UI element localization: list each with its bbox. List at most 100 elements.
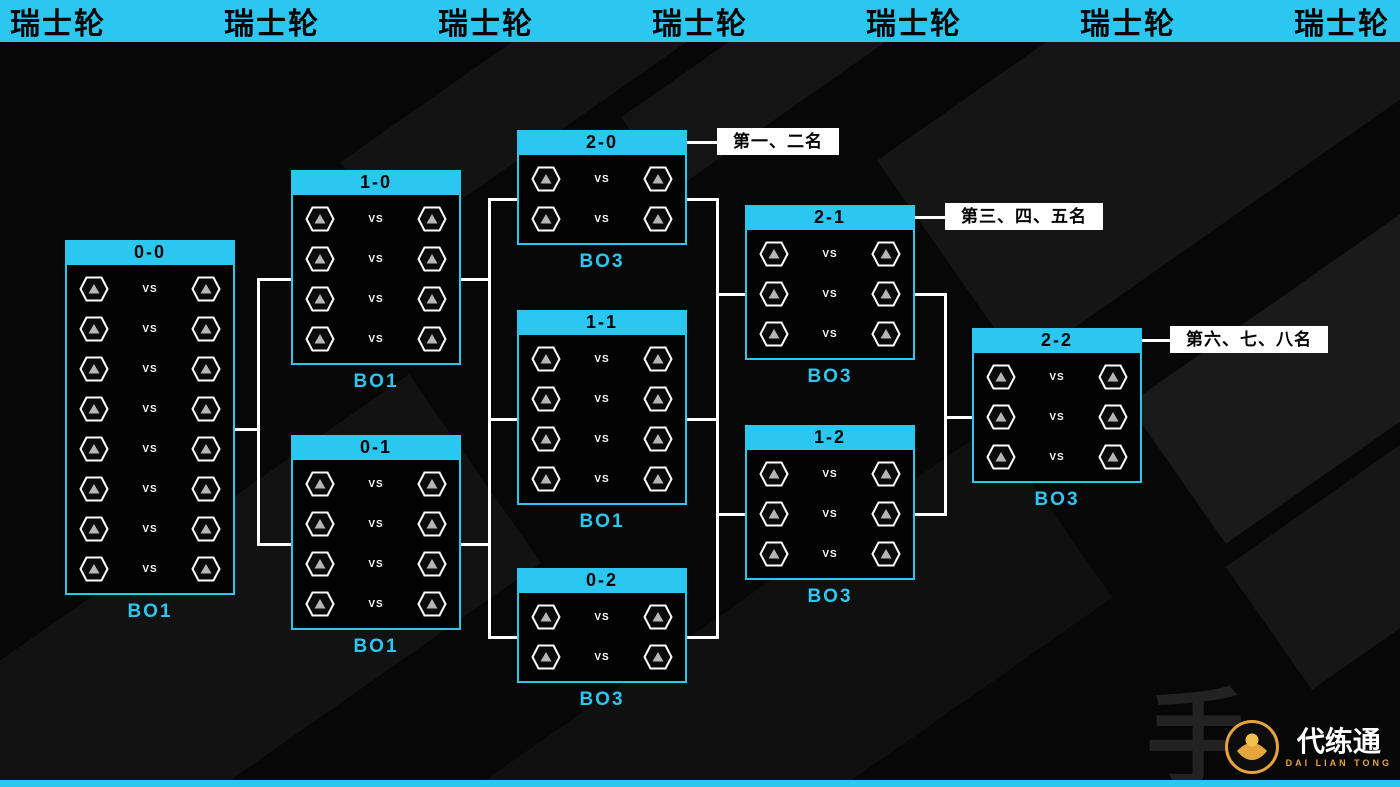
- vs-label: VS: [368, 293, 384, 305]
- team-logo-icon: [191, 516, 221, 542]
- match-row: VS: [79, 389, 221, 429]
- vs-label: VS: [822, 248, 838, 260]
- connector-line: [489, 418, 517, 421]
- match-row: VS: [531, 419, 673, 459]
- team-logo-icon: [643, 466, 673, 492]
- vs-label: VS: [822, 548, 838, 560]
- team-logo-icon: [305, 246, 335, 272]
- match-row: VS: [759, 494, 901, 534]
- bracket-format: BO3: [579, 251, 625, 272]
- team-logo-icon: [643, 346, 673, 372]
- match-row: VS: [305, 504, 447, 544]
- connector-line: [687, 198, 717, 201]
- team-logo-icon: [417, 326, 447, 352]
- team-logo-icon: [643, 206, 673, 232]
- vs-label: VS: [594, 651, 610, 663]
- team-logo-icon: [986, 444, 1016, 470]
- vs-label: VS: [594, 473, 610, 485]
- team-logo-icon: [871, 241, 901, 267]
- team-logo-icon: [305, 326, 335, 352]
- team-logo-icon: [305, 551, 335, 577]
- vs-label: VS: [594, 173, 610, 185]
- team-logo-icon: [643, 426, 673, 452]
- banner-label: 瑞士轮: [1294, 8, 1390, 41]
- team-logo-icon: [191, 436, 221, 462]
- match-row: VS: [79, 429, 221, 469]
- connector-line: [235, 428, 258, 431]
- vs-label: VS: [1049, 371, 1065, 383]
- match-row: VS: [305, 544, 447, 584]
- team-logo-icon: [305, 206, 335, 232]
- team-logo-icon: [417, 246, 447, 272]
- bracket-score: 0-0: [65, 240, 235, 265]
- match-row: VS: [759, 534, 901, 574]
- match-row: VS: [986, 437, 1128, 477]
- team-logo-icon: [305, 286, 335, 312]
- match-row: VS: [305, 199, 447, 239]
- vs-label: VS: [368, 518, 384, 530]
- bracket-format: BO1: [353, 636, 399, 657]
- vs-label: VS: [368, 333, 384, 345]
- team-logo-icon: [531, 386, 561, 412]
- vs-label: VS: [594, 393, 610, 405]
- team-logo-icon: [531, 604, 561, 630]
- match-row: VS: [305, 319, 447, 359]
- match-row: VS: [759, 274, 901, 314]
- vs-label: VS: [1049, 451, 1065, 463]
- team-logo-icon: [79, 396, 109, 422]
- watermark: 代练通 DAI LIAN TONG: [1224, 719, 1392, 775]
- vs-label: VS: [594, 433, 610, 445]
- watermark-name: 代练通: [1296, 725, 1381, 757]
- vs-label: VS: [142, 483, 158, 495]
- connector-line: [488, 198, 491, 639]
- team-logo-icon: [643, 166, 673, 192]
- banner-label: 瑞士轮: [224, 8, 320, 41]
- bracket-format: BO3: [579, 689, 625, 710]
- team-logo-icon: [417, 206, 447, 232]
- vs-label: VS: [142, 563, 158, 575]
- vs-label: VS: [368, 478, 384, 490]
- match-row: VS: [305, 279, 447, 319]
- watermark-subtitle: DAI LIAN TONG: [1285, 757, 1392, 768]
- vs-label: VS: [368, 213, 384, 225]
- team-logo-icon: [759, 461, 789, 487]
- match-row: VS: [531, 637, 673, 677]
- vs-label: VS: [368, 253, 384, 265]
- team-logo-icon: [1098, 364, 1128, 390]
- vs-label: VS: [142, 363, 158, 375]
- connector-line: [716, 198, 719, 639]
- bracket-format: BO3: [1034, 489, 1080, 510]
- connector-line: [915, 293, 945, 296]
- team-logo-icon: [79, 356, 109, 382]
- bracket-format: BO1: [579, 511, 625, 532]
- connector-line: [461, 278, 489, 281]
- match-row: VS: [531, 459, 673, 499]
- connector-line: [687, 141, 717, 144]
- team-logo-icon: [1098, 444, 1128, 470]
- team-logo-icon: [531, 466, 561, 492]
- bracket-score: 2-0: [517, 130, 687, 155]
- team-logo-icon: [986, 364, 1016, 390]
- team-logo-icon: [986, 404, 1016, 430]
- match-row: VS: [79, 549, 221, 589]
- team-logo-icon: [417, 471, 447, 497]
- match-row: VS: [986, 397, 1128, 437]
- vs-label: VS: [142, 403, 158, 415]
- bracket-format: BO3: [807, 586, 853, 607]
- team-logo-icon: [759, 281, 789, 307]
- match-row: VS: [986, 357, 1128, 397]
- connector-line: [258, 543, 291, 546]
- team-logo-icon: [79, 516, 109, 542]
- team-logo-icon: [191, 556, 221, 582]
- vs-label: VS: [822, 468, 838, 480]
- team-logo-icon: [305, 471, 335, 497]
- team-logo-icon: [531, 206, 561, 232]
